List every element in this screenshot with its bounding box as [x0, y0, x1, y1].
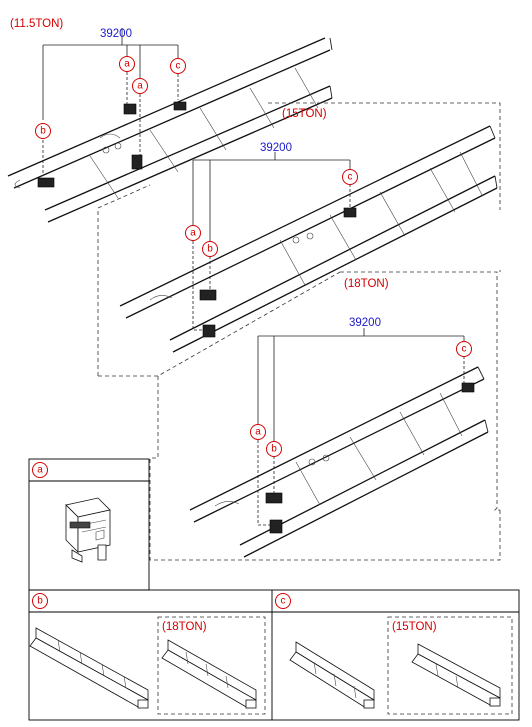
sub-box-18ton-b: [157, 616, 266, 715]
callout-a2-11-5ton: a: [132, 78, 148, 94]
svg-text:c: c: [462, 344, 467, 355]
callout-c-15ton: c: [342, 169, 358, 185]
svg-text:c: c: [176, 61, 181, 72]
callout-b-15ton: b: [202, 241, 218, 257]
connector-bar-standard-c: [289, 641, 375, 709]
callout-c-18ton: c: [456, 341, 472, 357]
svg-text:b: b: [271, 444, 277, 455]
dashed-enclosure-15ton: [97, 102, 501, 376]
svg-text:a: a: [124, 59, 130, 70]
dashed-enclosure-18ton: [149, 271, 501, 561]
ecu-module-a2-11-5ton: [131, 154, 143, 170]
connector-bar-18ton: [161, 639, 257, 709]
detail-box-bc: [28, 589, 520, 721]
detail-c: c (15TON): [275, 593, 513, 715]
callout-b-18ton: b: [266, 441, 282, 457]
tonnage-label-11-5ton: (11.5TON): [10, 18, 63, 30]
ecu-module-a-18ton: [269, 519, 283, 534]
part-number-11-5ton: 39200: [100, 28, 132, 40]
sub-label-15ton: (15TON): [392, 621, 437, 633]
chassis-frame-15ton: [119, 125, 498, 353]
ecu-module-illustration: [65, 497, 111, 563]
connector-bar-standard-b: [29, 627, 149, 709]
callout-a-15ton: a: [185, 225, 201, 241]
detail-b: b (18TON): [29, 593, 266, 715]
svg-text:a: a: [137, 81, 143, 92]
leaders-18ton: [257, 328, 465, 526]
part-number-15ton: 39200: [260, 142, 292, 154]
detail-c-letter: c: [281, 596, 286, 607]
ecu-module-a1-11-5ton: [123, 103, 137, 115]
ecu-module-b-11-5ton: [37, 177, 55, 188]
svg-text:a: a: [190, 228, 196, 239]
svg-text:c: c: [348, 172, 353, 183]
callout-c-11-5ton: c: [170, 58, 186, 74]
callout-a-18ton: a: [250, 424, 266, 440]
ecu-module-b-18ton: [265, 492, 283, 504]
part-number-18ton: 39200: [349, 317, 381, 329]
tonnage-label-18ton: (18TON): [344, 278, 389, 290]
callout-a1-11-5ton: a: [119, 56, 135, 72]
tonnage-label-15ton: (15TON): [282, 108, 327, 120]
svg-text:b: b: [207, 244, 213, 255]
detail-box-a: a: [28, 458, 150, 591]
callout-b-11-5ton: b: [35, 123, 51, 139]
ecu-module-c-11-5ton: [173, 101, 187, 111]
ecu-module-c-18ton: [461, 382, 475, 393]
svg-text:b: b: [40, 126, 46, 137]
leaders-11-5ton: [42, 28, 179, 176]
chassis-frame-18ton: [189, 366, 489, 558]
detail-a-letter: a: [37, 465, 43, 476]
connector-bar-15ton: [411, 643, 501, 707]
chassis-frame-11-5ton: [7, 37, 333, 223]
detail-b-letter: b: [37, 596, 43, 607]
ecu-module-a-15ton: [202, 324, 216, 338]
leaders-15ton: [192, 152, 351, 331]
sub-label-18ton: (18TON): [162, 621, 207, 633]
ecu-module-b-15ton: [199, 289, 217, 301]
svg-text:a: a: [255, 427, 261, 438]
sub-box-15ton-c: [387, 616, 513, 715]
ecu-module-c-15ton: [343, 207, 357, 218]
